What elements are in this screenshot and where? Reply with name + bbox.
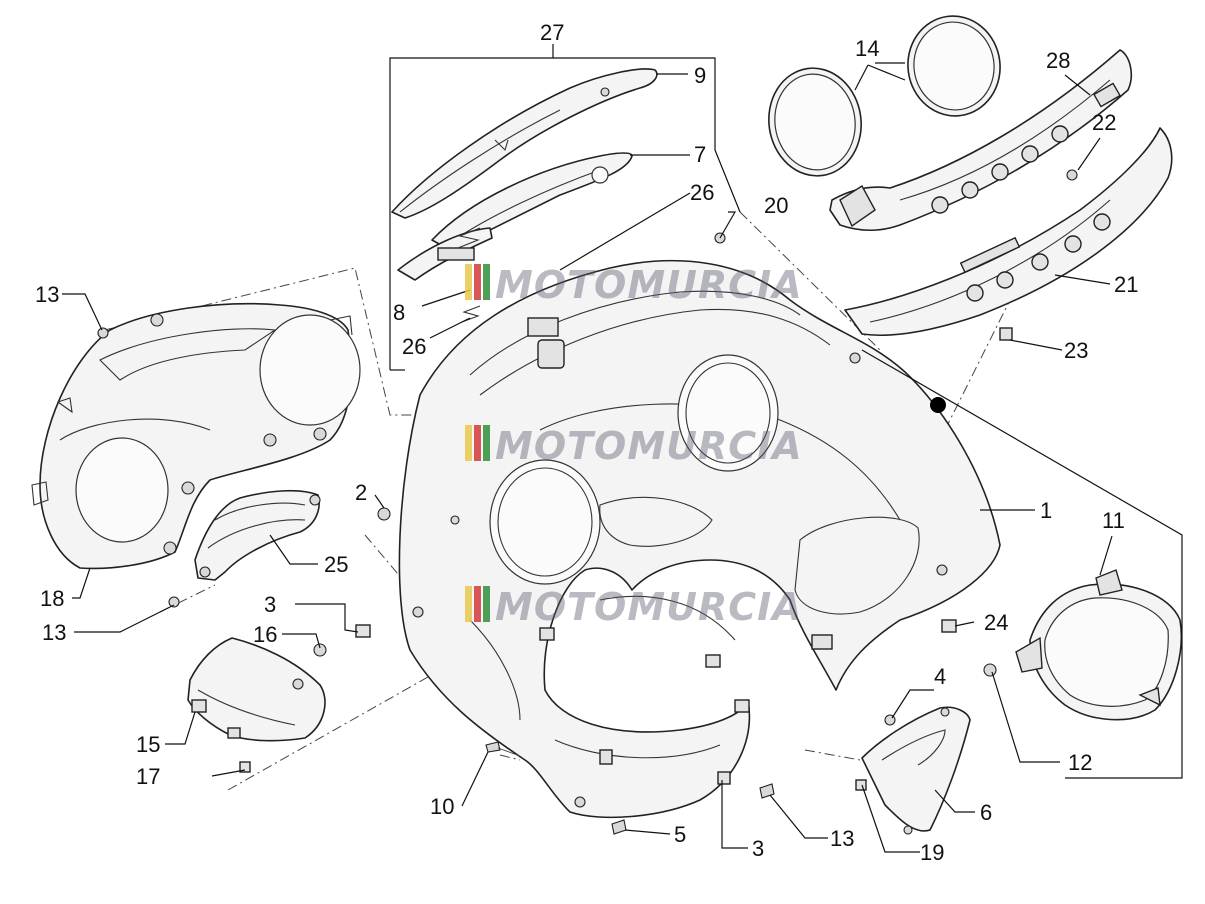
clip-24 (941, 619, 957, 633)
callout-labels: 1 2 3 3 4 5 6 7 8 9 10 11 12 13 13 13 14… (35, 20, 1138, 865)
clip-19 (855, 779, 867, 791)
part-21-switch-panel (844, 127, 1173, 336)
part-1-front-cover (398, 259, 1001, 819)
callout-17: 17 (136, 764, 160, 789)
screw-13-b (168, 596, 180, 608)
clip-17 (239, 761, 251, 773)
screw-13-c (759, 783, 775, 799)
black-dot-marker (930, 397, 946, 413)
callout-21: 21 (1114, 272, 1138, 297)
part-6-cover (861, 706, 971, 835)
callout-28: 28 (1046, 48, 1070, 73)
watermark-text: MOTOMURCIA (495, 263, 803, 307)
switch-buttons-21 (966, 213, 1111, 302)
watermark-bottom: MOTOMURCIA (465, 585, 803, 629)
screw-2 (377, 507, 391, 521)
clip-3-a (355, 624, 371, 638)
watermark-text: MOTOMURCIA (495, 585, 803, 629)
watermark-top: MOTOMURCIA (465, 263, 803, 307)
part-15-lid (187, 637, 326, 742)
fasteners (97, 169, 1078, 835)
callout-23: 23 (1064, 338, 1088, 363)
clip-23 (999, 327, 1013, 341)
callout-13: 13 (35, 282, 59, 307)
callout-7: 7 (694, 142, 706, 167)
part-28-switch-panel (829, 49, 1132, 232)
callout-13: 13 (42, 620, 66, 645)
callout-20: 20 (764, 193, 788, 218)
part-8-trim (397, 227, 493, 281)
callout-26: 26 (402, 334, 426, 359)
callout-14: 14 (855, 36, 879, 61)
part-14-rings (768, 15, 1001, 177)
callout-11: 11 (1102, 508, 1125, 533)
callout-12: 12 (1068, 750, 1092, 775)
screw-12 (983, 663, 997, 677)
screw-16 (313, 643, 327, 657)
screw-22 (1066, 169, 1078, 181)
switch-buttons-28 (931, 125, 1069, 214)
callout-27: 27 (540, 20, 564, 45)
callout-6: 6 (980, 800, 992, 825)
callout-13: 13 (830, 826, 854, 851)
screw-10 (485, 741, 501, 753)
callout-8: 8 (393, 300, 405, 325)
callout-3: 3 (752, 836, 764, 861)
callout-1: 1 (1040, 498, 1052, 523)
part-9-upper-trim (391, 68, 658, 219)
screw-13-a (97, 327, 109, 339)
callout-2: 2 (355, 480, 367, 505)
group-brackets (389, 57, 1183, 779)
part-7-trim (431, 152, 633, 251)
callout-19: 19 (920, 840, 944, 865)
callout-9: 9 (694, 63, 706, 88)
callout-18: 18 (40, 586, 64, 611)
part-11-display (1015, 569, 1183, 721)
part-26-springs (457, 227, 481, 323)
callout-5: 5 (674, 822, 686, 847)
callout-4: 4 (934, 664, 946, 689)
watermark-text: MOTOMURCIA (495, 424, 803, 468)
callout-16: 16 (253, 622, 277, 647)
watermark-middle: MOTOMURCIA (465, 424, 803, 468)
callout-10: 10 (430, 794, 454, 819)
clip-3-b (717, 771, 731, 785)
screw-5 (611, 819, 627, 835)
part-25-bracket (194, 489, 321, 581)
callout-3: 3 (264, 592, 276, 617)
callout-22: 22 (1092, 110, 1116, 135)
callout-24: 24 (984, 610, 1008, 635)
leader-lines (62, 44, 1113, 853)
callout-25: 25 (324, 552, 348, 577)
part-18-instrument-cover (31, 302, 361, 570)
callout-26: 26 (690, 180, 714, 205)
callout-15: 15 (136, 732, 160, 757)
